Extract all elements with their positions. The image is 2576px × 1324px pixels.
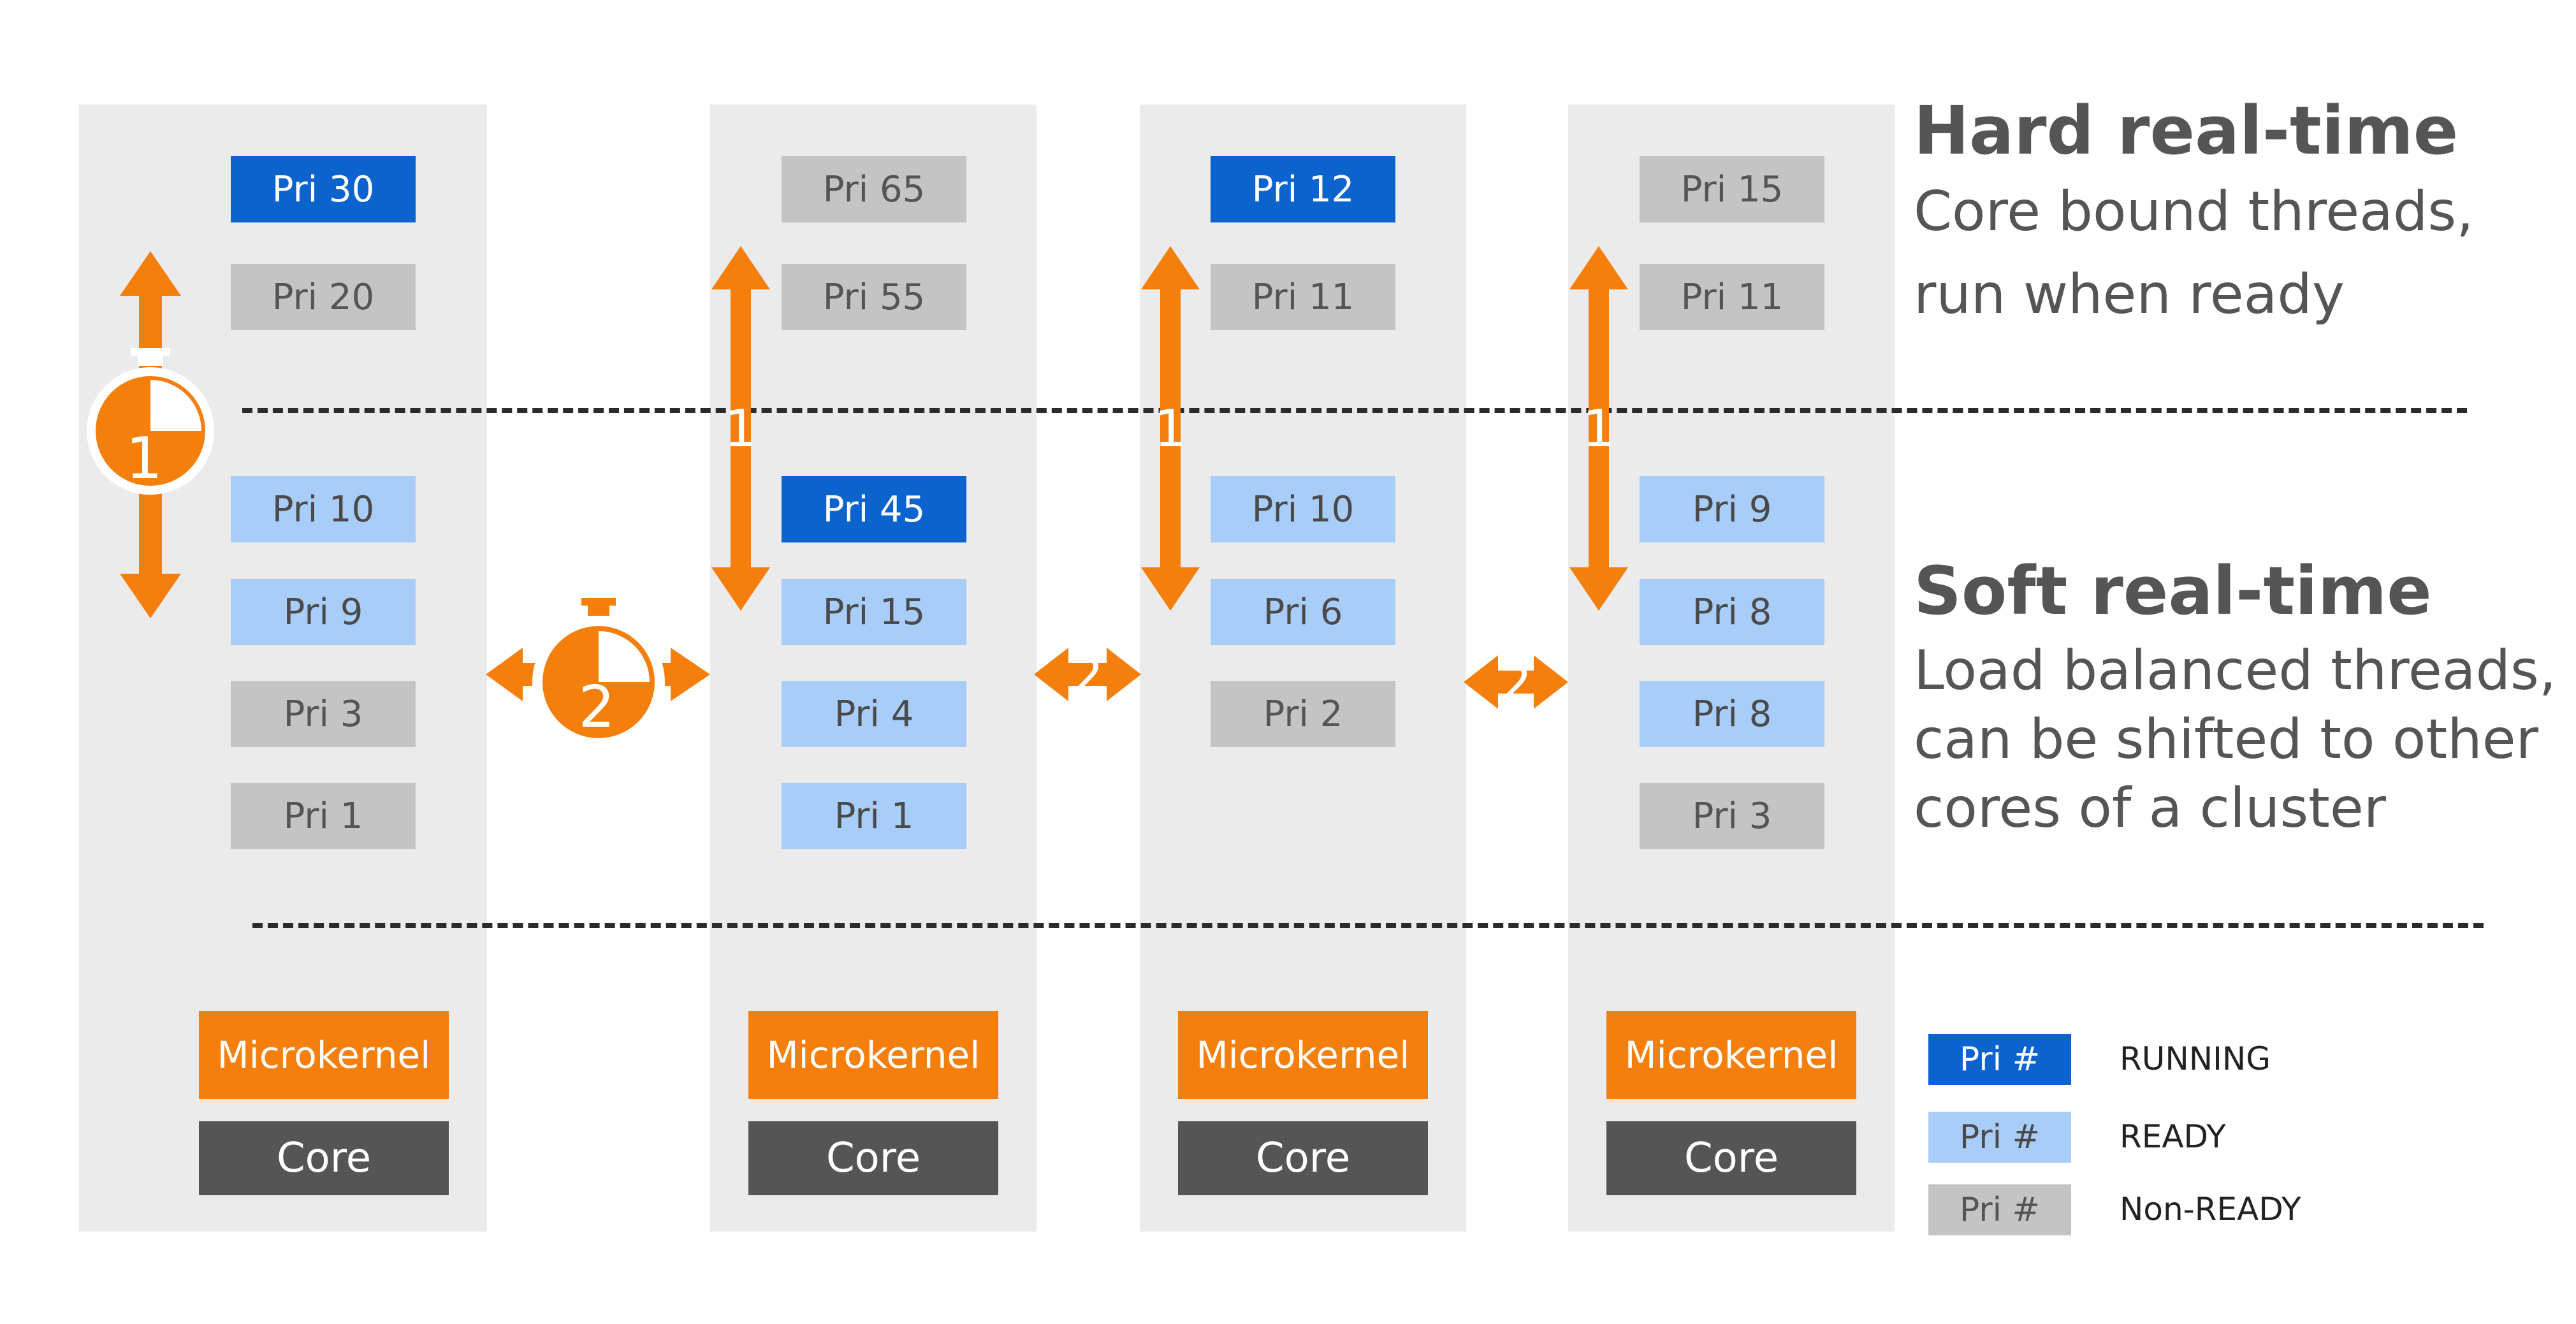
- hard-realtime-title: Hard real-time: [1914, 92, 2459, 170]
- thread-box: Pri 1: [782, 783, 966, 849]
- legend-label-ready: READY: [2120, 1118, 2226, 1155]
- arrow-number: 1: [1583, 399, 1615, 458]
- vertical-double-arrow: [711, 246, 770, 611]
- timer-number: 1: [126, 425, 162, 492]
- microkernel-block: Microkernel: [1178, 1011, 1428, 1099]
- thread-box: Pri 3: [1640, 783, 1824, 849]
- legend-swatch-running: Pri #: [1928, 1034, 2071, 1085]
- soft-realtime-line-2: can be shifted to other: [1914, 708, 2538, 771]
- vertical-double-arrow: [1141, 246, 1200, 611]
- microkernel-block: Microkernel: [1606, 1011, 1856, 1099]
- thread-box: Pri 2: [1211, 681, 1395, 747]
- arrow-number: 2: [1500, 654, 1532, 713]
- horizontal-double-arrow: [1464, 655, 1568, 709]
- soft-realtime-title: Soft real-time: [1914, 552, 2432, 630]
- thread-box: Pri 65: [782, 156, 966, 222]
- thread-box: Pri 4: [782, 681, 966, 747]
- legend-label-running: RUNNING: [2120, 1040, 2271, 1077]
- arrow-number: 1: [1154, 399, 1187, 458]
- thread-box: Pri 15: [1640, 156, 1824, 222]
- legend-swatch-ready: Pri #: [1928, 1112, 2071, 1163]
- legend-swatch-nonready: Pri #: [1928, 1184, 2071, 1235]
- microkernel-block: Microkernel: [199, 1011, 449, 1099]
- thread-box: Pri 1: [231, 783, 416, 849]
- core-block: Core: [1606, 1121, 1856, 1195]
- microkernel-block: Microkernel: [748, 1011, 998, 1099]
- arrow-number: 1: [725, 399, 757, 458]
- thread-box: Pri 11: [1211, 264, 1395, 330]
- thread-box: Pri 55: [782, 264, 966, 330]
- vertical-double-arrow: [1569, 246, 1628, 611]
- arrow-number: 2: [1072, 646, 1104, 706]
- thread-box: Pri 15: [782, 579, 966, 645]
- core-block: Core: [199, 1121, 449, 1195]
- legend-label-nonready: Non-READY: [2120, 1191, 2301, 1228]
- thread-box: Pri 3: [231, 681, 416, 747]
- thread-box: Pri 45: [782, 476, 966, 542]
- core-block: Core: [1178, 1121, 1428, 1195]
- soft-kernel-divider: [252, 923, 2484, 928]
- thread-box: Pri 12: [1211, 156, 1395, 222]
- hard-soft-divider: [242, 408, 2467, 413]
- soft-realtime-line-1: Load balanced threads,: [1914, 639, 2557, 702]
- stopwatch-icon: 1: [87, 348, 214, 495]
- thread-box: Pri 11: [1640, 264, 1824, 330]
- thread-box: Pri 10: [1211, 476, 1395, 542]
- timer-number: 2: [578, 674, 615, 741]
- horizontal-double-arrow: [1034, 648, 1141, 701]
- hard-realtime-line-2: run when ready: [1914, 263, 2345, 326]
- thread-box: Pri 9: [231, 579, 416, 645]
- stopwatch-icon: 2: [532, 598, 665, 748]
- thread-box: Pri 8: [1640, 579, 1824, 645]
- core-block: Core: [748, 1121, 998, 1195]
- thread-box: Pri 8: [1640, 681, 1824, 747]
- thread-box: Pri 9: [1640, 476, 1824, 542]
- thread-box: Pri 30: [231, 156, 416, 222]
- hard-realtime-line-1: Core bound threads,: [1914, 180, 2474, 244]
- thread-box: Pri 10: [231, 476, 416, 542]
- thread-box: Pri 6: [1211, 579, 1395, 645]
- soft-realtime-line-3: cores of a cluster: [1914, 776, 2387, 840]
- thread-box: Pri 20: [231, 264, 416, 330]
